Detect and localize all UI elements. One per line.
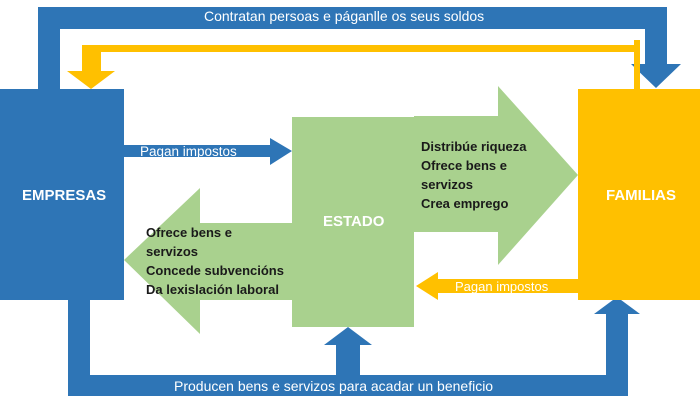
top-yellow-label: Aportan traballo a cambio dun salario. C… [178,52,502,67]
list-item: Distribúe riqueza [421,139,527,154]
estado-to-familias-arrow [414,86,578,265]
estado-to-empresas-arrow [124,188,296,334]
estado-box [292,117,414,327]
top-blue-label: Contratan persoas e páganlle os seus sol… [204,8,485,24]
estado-to-familias-list: Distribúe riqueza Ofrece bens e servizos… [421,137,526,213]
list-item: Crea emprego [421,196,509,211]
list-item: Concede subvencións [146,263,284,278]
familias-title: FAMILIAS [606,187,676,204]
familias-taxes-label: Pagan impostos [455,279,549,294]
empresas-taxes-arrow [124,138,292,165]
list-item: Ofrece bens e [421,158,507,173]
bottom-blue-arrow [68,296,640,396]
empresas-box [0,89,124,300]
top-blue-arrow [38,7,681,90]
estado-to-empresas-list: Ofrece bens e servizos Concede subvenció… [146,223,284,299]
top-yellow-arrow [67,40,640,90]
empresas-taxes-label: Pagan impostos [140,144,237,159]
estado-title: ESTADO [323,213,385,230]
list-item: servizos [421,177,474,192]
list-item: Da lexislación laboral [146,282,279,297]
familias-box [578,89,700,300]
list-item: servizos [146,244,199,259]
bottom-blue-label: Producen bens e servizos para acadar un … [174,378,494,394]
empresas-title: EMPRESAS [22,187,107,204]
familias-taxes-arrow [416,272,578,300]
list-item: Ofrece bens e [146,225,232,240]
